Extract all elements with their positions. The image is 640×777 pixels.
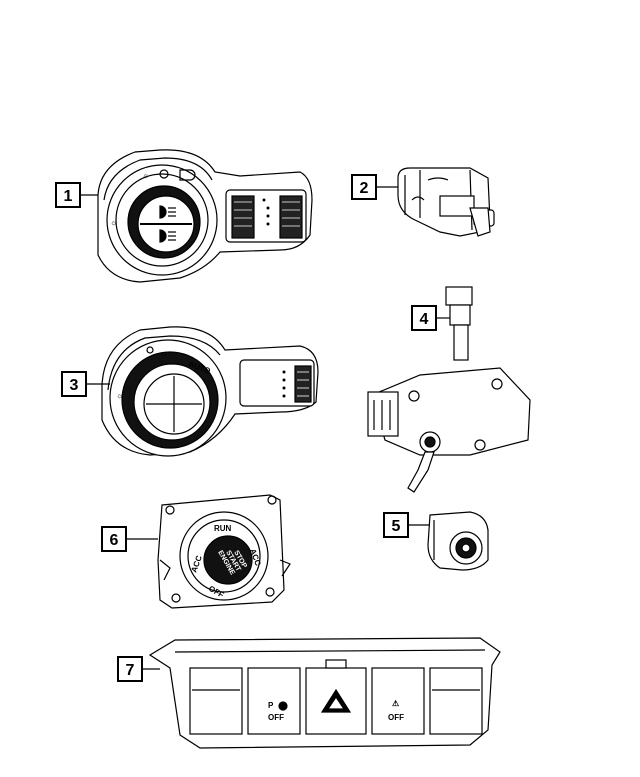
svg-text:2: 2 — [360, 180, 369, 197]
part-4-actuator — [367, 286, 531, 493]
svg-text:☼: ☼ — [116, 391, 123, 400]
traction-control-icon: ⚠ — [392, 699, 399, 708]
svg-text:5: 5 — [392, 518, 401, 535]
callout-5: 5 — [383, 512, 430, 538]
part-1-headlamp-switch: ☼ ☼ — [97, 149, 313, 283]
svg-text:RUN: RUN — [214, 524, 232, 533]
svg-text:3: 3 — [70, 377, 79, 394]
svg-text:⚠: ⚠ — [392, 699, 399, 708]
part-2-sensor — [397, 167, 495, 237]
callout-6: 6 — [101, 526, 158, 552]
svg-text:☼: ☼ — [160, 349, 167, 358]
svg-text:☼: ☼ — [110, 218, 117, 227]
callout-1: 1 — [55, 182, 98, 208]
part-6-ignition-switch: RUN ACC OFF ACC ENGINE START STOP — [157, 494, 291, 609]
svg-text:OFF: OFF — [268, 713, 284, 722]
svg-text:☼: ☼ — [142, 171, 149, 180]
part-5-switch — [427, 511, 489, 571]
callout-3: 3 — [61, 371, 110, 397]
hazard-icon — [320, 688, 352, 713]
svg-text:6: 6 — [110, 532, 119, 549]
svg-text:1: 1 — [64, 188, 73, 205]
part-7-switch-bank: P OFF ⚠ OFF — [148, 637, 501, 749]
callout-4: 4 — [411, 305, 450, 331]
callout-7: 7 — [117, 656, 160, 682]
svg-text:OFF: OFF — [388, 713, 404, 722]
svg-text:7: 7 — [126, 662, 135, 679]
callout-2: 2 — [351, 174, 398, 200]
svg-text:4: 4 — [420, 311, 429, 328]
park-assist-icon: P — [268, 701, 288, 711]
part-3-headlamp-switch-auto: AUTO ☼ ☼ — [101, 326, 319, 457]
fog-lamp-icon — [159, 205, 176, 243]
svg-text:P: P — [268, 701, 274, 710]
